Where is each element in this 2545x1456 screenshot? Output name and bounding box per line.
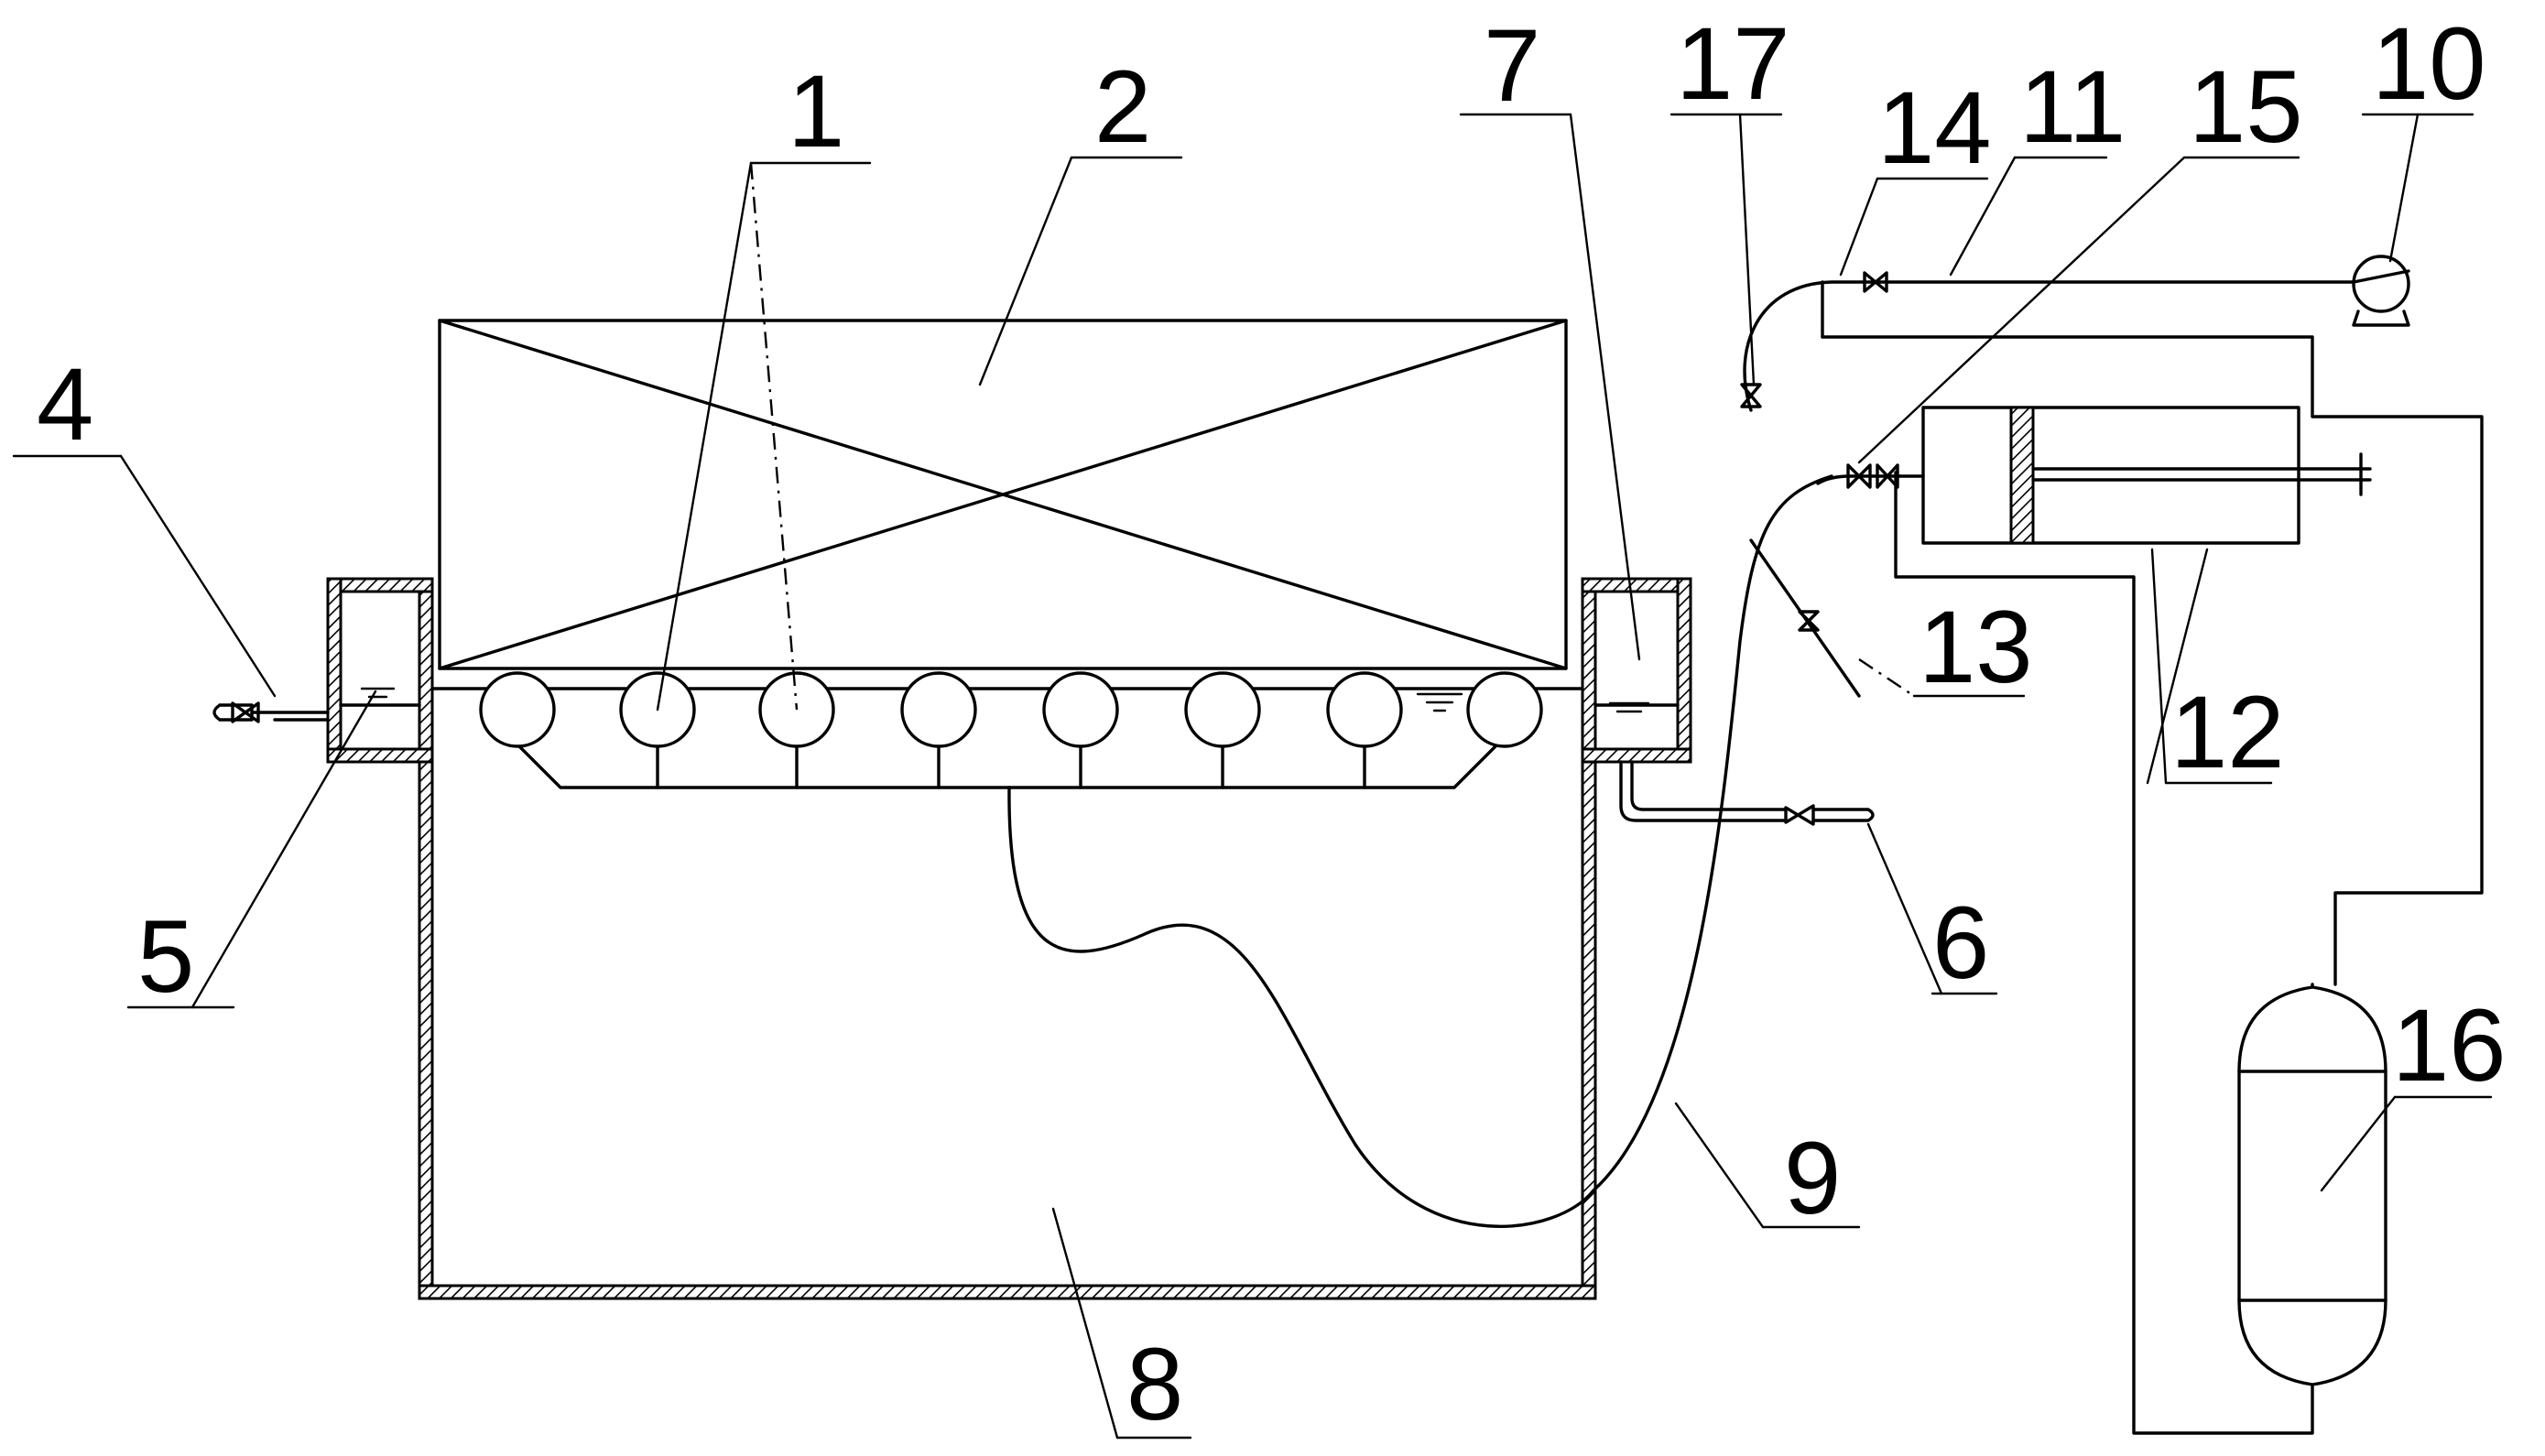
valve-17 [1740,383,1762,408]
inlet-pipe-4 [212,701,330,723]
valve-15 [1846,463,1872,489]
pipe-15 [1816,474,1925,485]
pipeline-11 [1743,280,2484,986]
label-2: 2 [1094,49,1151,164]
label-16: 16 [2392,988,2507,1103]
label-7: 7 [1484,8,1540,123]
label-4: 4 [37,347,93,462]
pump-10 [2352,255,2410,327]
label-9: 9 [1784,1121,1841,1235]
label-14: 14 [1877,71,1992,185]
reference-labels: 1 2 4 5 6 7 8 9 10 11 12 13 14 15 16 17 [37,6,2507,1441]
tank-16 [2237,983,2387,1386]
label-17: 17 [1676,6,1790,121]
label-13: 13 [1919,590,2033,704]
valve-15b [1876,463,1899,489]
label-6: 6 [1932,886,1989,1000]
cylinder-12 [1894,406,2372,1435]
label-10: 10 [2372,6,2486,121]
label-8: 8 [1126,1327,1183,1441]
outlet-pipe-6 [1619,760,1875,826]
label-12: 12 [2170,675,2285,789]
drain-13 [1749,538,1861,698]
water-level-mark [1416,692,1463,712]
label-5: 5 [137,899,194,1014]
hose-9 [1007,474,1833,1228]
leader-lines [12,113,2493,1440]
upper-box-2 [438,319,1568,670]
label-15: 15 [2189,49,2303,164]
sphere-cells [479,671,1543,748]
main-tank [418,577,1597,1300]
label-1: 1 [788,54,844,168]
valve-14 [1863,271,1888,293]
label-11: 11 [2019,49,2126,164]
left-water-box [326,577,434,764]
right-water-box [1581,577,1692,764]
